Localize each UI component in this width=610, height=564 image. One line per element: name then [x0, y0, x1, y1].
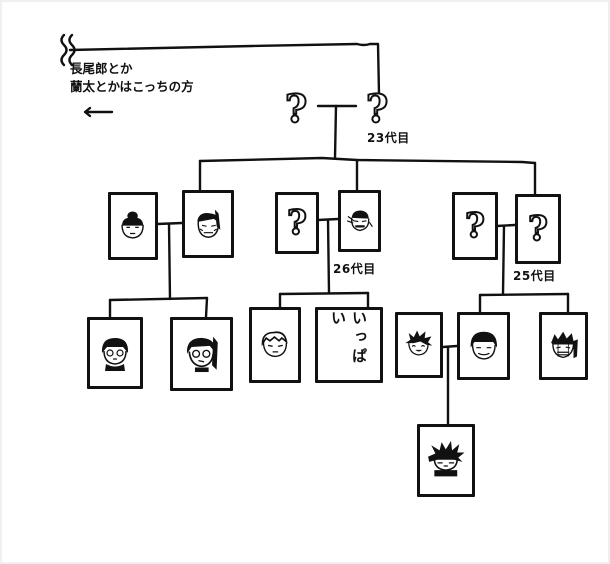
portrait-bowl-cut-man	[457, 312, 510, 380]
portrait-girl-glasses-ponytail	[170, 317, 233, 391]
portrait-elder-ponytail	[182, 190, 234, 258]
face-woman-hair-bun-icon	[121, 211, 145, 240]
generation-label-25: 25代目	[513, 269, 556, 283]
portrait-scarred-elder	[338, 190, 381, 252]
face-bowl-cut-man-icon	[470, 331, 497, 360]
portrait-scarred-spiky-man	[539, 312, 588, 380]
portrait-unknown-c2: ?	[515, 194, 561, 264]
face-spiky-hair-smiling-woman-icon	[405, 330, 433, 356]
unknown-question-icon: ?	[464, 206, 486, 246]
face-girl-glasses-ponytail-icon	[186, 336, 218, 373]
portrait-woman-hair-bun	[108, 192, 158, 260]
top-left-unknown-icon: ?	[284, 86, 308, 131]
face-elder-ponytail-icon	[196, 209, 220, 238]
side-note: 長尾郎とか 蘭太とかはこっちの方	[70, 60, 194, 96]
generation-label-26: 26代目	[333, 262, 376, 276]
face-messy-hair-boy-icon	[261, 331, 288, 357]
generation-label-23: 23代目	[367, 131, 410, 145]
side-note-line1: 長尾郎とか	[70, 61, 133, 76]
portrait-spiky-hair-smiling-woman	[395, 312, 443, 378]
many-children-text-box: いっぱい	[315, 307, 383, 383]
face-spiky-hair-boy-collar-icon	[428, 440, 465, 477]
top-right-unknown-icon: ?	[365, 86, 389, 131]
unknown-question-icon: ?	[286, 203, 308, 243]
face-scarred-spiky-man-icon	[551, 331, 579, 359]
face-boy-glasses-collar-icon	[101, 338, 129, 371]
portrait-boy-glasses-collar	[87, 317, 143, 389]
portrait-unknown-b1: ?	[275, 192, 319, 254]
unknown-question-icon: ?	[527, 209, 549, 249]
many-children-text: いっぱい	[329, 310, 368, 367]
side-note-line2: 蘭太とかはこっちの方	[70, 79, 194, 94]
portrait-messy-hair-boy	[249, 307, 301, 383]
portrait-unknown-c1: ?	[452, 192, 498, 260]
portrait-spiky-hair-boy-collar	[417, 424, 475, 497]
face-scarred-elder-icon	[346, 210, 373, 232]
